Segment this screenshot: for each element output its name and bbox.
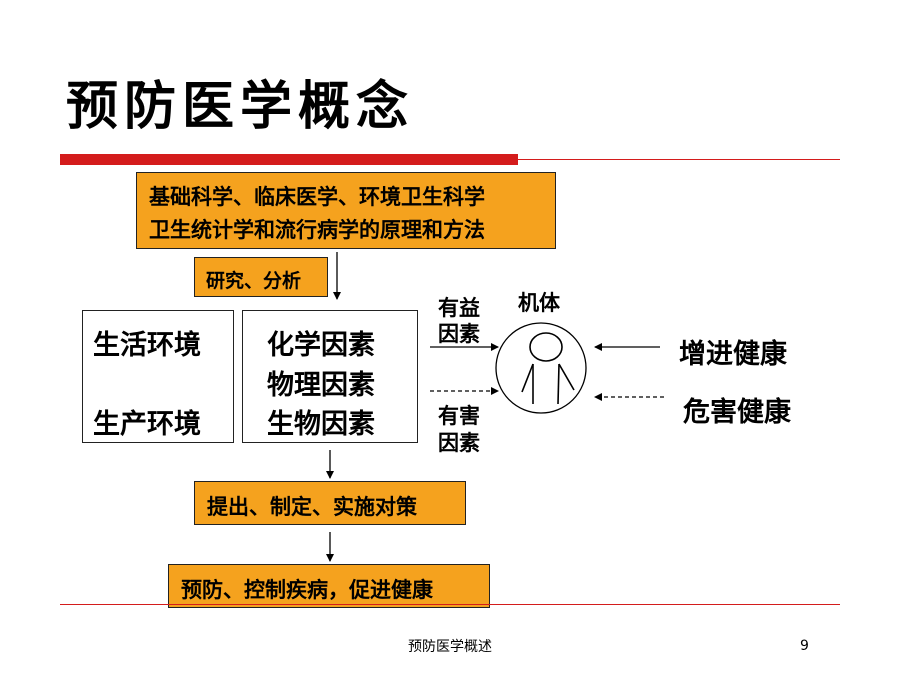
harm-health-label: 危害健康 [683, 397, 791, 428]
page-number: 9 [800, 638, 809, 654]
harmful-label-2: 因素 [438, 431, 480, 455]
footer-title: 预防医学概述 [408, 639, 492, 655]
research-label: 研究、分析 [206, 270, 302, 292]
biological-factor-label: 生物因素 [267, 409, 375, 440]
disciplines-line-1: 基础科学、临床医学、环境卫生科学 [149, 185, 485, 209]
production-environment-label: 生产环境 [93, 409, 201, 440]
title-underline-thin [518, 159, 840, 160]
beneficial-label-2: 因素 [438, 322, 480, 346]
disciplines-box: 基础科学、临床医学、环境卫生科学 卫生统计学和流行病学的原理和方法 [136, 172, 556, 249]
chemical-factor-label: 化学因素 [267, 330, 375, 361]
research-box: 研究、分析 [194, 257, 328, 297]
beneficial-label-1: 有益 [438, 296, 480, 320]
body-label: 机体 [518, 291, 560, 315]
life-environment-label: 生活环境 [93, 330, 201, 361]
harmful-label-1: 有害 [438, 404, 480, 428]
slide-title: 预防医学概念 [66, 76, 415, 137]
policy-label: 提出、制定、实施对策 [207, 495, 417, 519]
footer-rule [60, 604, 840, 605]
policy-box: 提出、制定、实施对策 [194, 481, 466, 525]
disciplines-line-2: 卫生统计学和流行病学的原理和方法 [149, 218, 485, 242]
title-underline-bar [60, 154, 518, 165]
promote-health-label: 增进健康 [679, 339, 787, 370]
result-box: 预防、控制疾病，促进健康 [168, 564, 490, 608]
factors-box: 化学因素 物理因素 生物因素 [242, 310, 418, 443]
result-label: 预防、控制疾病，促进健康 [181, 578, 433, 602]
environment-box: 生活环境 生产环境 [82, 310, 234, 443]
person-icon [495, 322, 587, 414]
physical-factor-label: 物理因素 [267, 370, 375, 401]
